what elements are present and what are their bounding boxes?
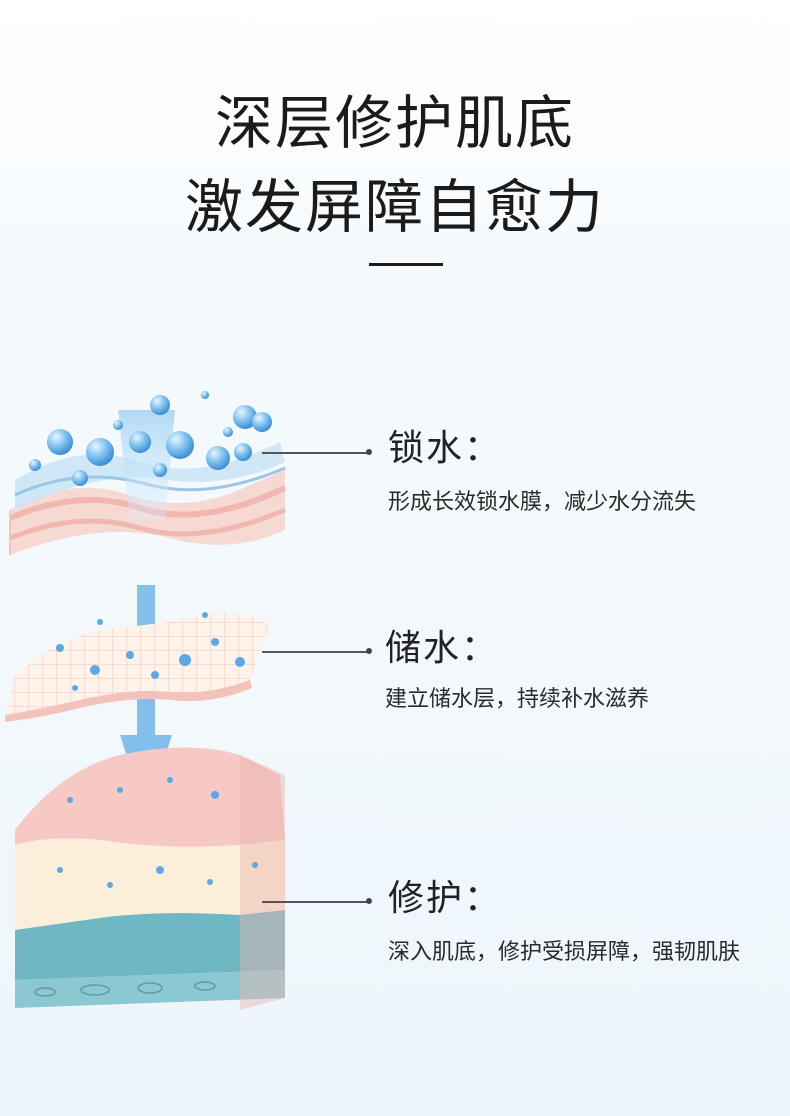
feature-title-lock-water: 锁水： bbox=[388, 428, 503, 469]
leader-dot-lock bbox=[366, 449, 372, 455]
feature-desc-repair: 深入肌底，修护受损屏障，强韧肌肤 bbox=[388, 940, 741, 965]
leader-dot-store bbox=[366, 648, 372, 654]
leader-line-lock bbox=[262, 452, 370, 454]
store-water-layer bbox=[5, 612, 270, 722]
water-drops bbox=[29, 391, 272, 486]
feature-desc-store-water: 建立储水层，持续补水滋养 bbox=[385, 687, 650, 712]
leader-line-store bbox=[262, 651, 370, 653]
headline-line2: 激发屏障自愈力 bbox=[184, 173, 605, 241]
skin-layers-illustration bbox=[5, 391, 287, 1010]
feature-desc-lock-water: 形成长效锁水膜，减少水分流失 bbox=[388, 490, 697, 515]
leader-line-repair bbox=[262, 901, 370, 903]
title-divider bbox=[369, 263, 443, 266]
repair-layer-block bbox=[15, 747, 285, 1010]
feature-title-repair: 修护： bbox=[388, 878, 503, 919]
headline-line1: 深层修护肌底 bbox=[214, 89, 575, 157]
feature-title-store-water: 储水： bbox=[385, 628, 500, 669]
leader-dot-repair bbox=[366, 898, 372, 904]
